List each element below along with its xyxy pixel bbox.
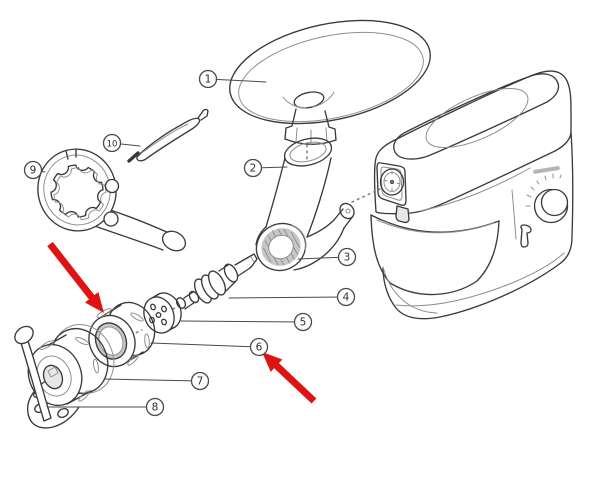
callout-feed-tube: 2 bbox=[243, 158, 288, 178]
part-2-feed-tube bbox=[265, 137, 333, 238]
lever-arm bbox=[20, 340, 52, 422]
mixer-underhead-line bbox=[419, 167, 531, 212]
threaded-front-ring bbox=[255, 222, 307, 272]
part-10-cleaning-tool bbox=[127, 108, 209, 163]
mixer-base-outline bbox=[382, 131, 574, 320]
callout-spanner-tool: 9 bbox=[23, 160, 46, 180]
callout-cleaning-tool: 10 bbox=[102, 133, 141, 153]
svg-text:8: 8 bbox=[152, 402, 159, 414]
part-5-cutter-plate bbox=[143, 292, 182, 334]
svg-text:3: 3 bbox=[344, 252, 351, 264]
callout-ring-nut: 6 bbox=[150, 337, 269, 357]
spanner-scallop-depth bbox=[53, 167, 107, 220]
svg-text:4: 4 bbox=[343, 292, 350, 304]
highlight-arrows bbox=[47, 241, 317, 404]
mixer-lid-seam bbox=[393, 73, 560, 160]
speed-knob bbox=[525, 173, 569, 224]
svg-text:9: 9 bbox=[30, 165, 37, 177]
svg-text:6: 6 bbox=[256, 342, 263, 354]
attachment-hub bbox=[376, 162, 407, 206]
lever-knob bbox=[14, 325, 34, 345]
hub-assembly-dotted-line bbox=[351, 188, 381, 203]
callout-cone-body: 7 bbox=[103, 371, 210, 391]
svg-text:1: 1 bbox=[205, 74, 212, 86]
svg-text:2: 2 bbox=[250, 163, 257, 175]
callout-scroll-auger: 4 bbox=[228, 287, 356, 307]
callout-feed-tray: 1 bbox=[198, 69, 267, 89]
callouts: 1 2 3 4 5 6 7 8 9 10 bbox=[23, 69, 357, 417]
highlight-arrow-callout6 bbox=[262, 352, 317, 404]
part-9-spanner bbox=[37, 148, 187, 252]
mixer-pedestal-seam bbox=[511, 189, 517, 240]
head-release-lever bbox=[520, 224, 532, 248]
mixer-lid-recess bbox=[425, 88, 529, 148]
part-4-scroll-auger bbox=[167, 253, 258, 313]
callout-grinder-body: 3 bbox=[297, 247, 357, 267]
svg-text:7: 7 bbox=[197, 376, 204, 388]
highlight-arrow-ring-nut bbox=[47, 241, 104, 313]
spanner-scallop-opening bbox=[50, 164, 104, 218]
head-latch bbox=[395, 205, 410, 224]
mixer-base-seam bbox=[395, 252, 565, 307]
mixer-head bbox=[373, 70, 572, 224]
part-8-flange-lever bbox=[14, 325, 80, 429]
part-6-ring-nut bbox=[88, 301, 156, 368]
part-1-feed-tray bbox=[229, 19, 431, 161]
brand-mark bbox=[533, 166, 560, 174]
svg-text:5: 5 bbox=[300, 317, 307, 329]
mixer-bowl bbox=[370, 214, 500, 314]
callout-cutter-plate: 5 bbox=[180, 312, 313, 332]
svg-text:10: 10 bbox=[107, 140, 118, 150]
stand-mixer bbox=[351, 70, 574, 320]
part-3-grinder-body bbox=[255, 202, 355, 272]
callout-flange-lever: 8 bbox=[46, 397, 165, 417]
